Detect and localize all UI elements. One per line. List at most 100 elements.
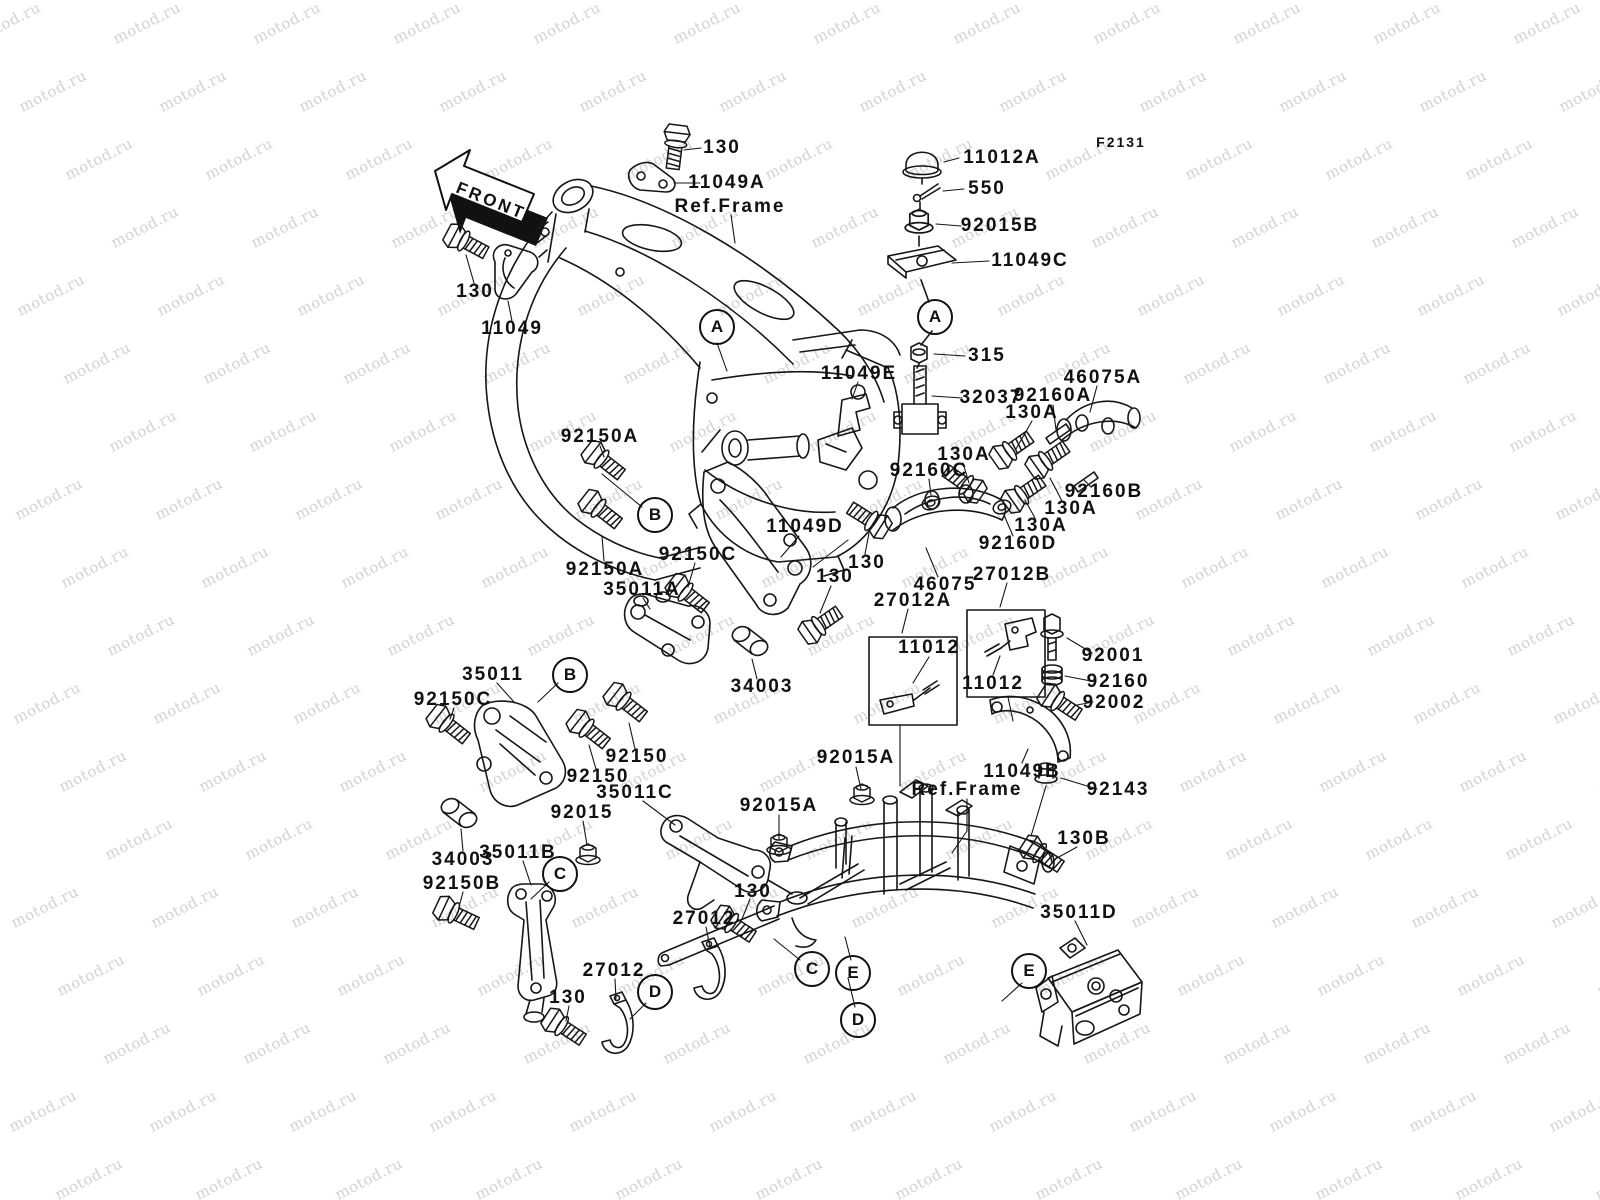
callout-D: D xyxy=(637,974,673,1010)
part-label-130: 130 xyxy=(734,881,772,902)
part-label-130B: 130B xyxy=(1057,828,1111,849)
callout-leader-lines xyxy=(530,342,1023,1020)
leader-lines xyxy=(449,147,1098,1022)
part-label-130: 130 xyxy=(703,137,741,158)
clevis-34003-left xyxy=(440,797,478,829)
callout-E: E xyxy=(835,955,871,991)
nut-315 xyxy=(910,342,928,364)
part-label-130A: 130A xyxy=(1005,402,1059,423)
bracket-35011 xyxy=(473,700,567,808)
part-label-46075: 46075 xyxy=(913,574,977,595)
part-label-92150A: 92150A xyxy=(565,559,645,580)
part-label-92143: 92143 xyxy=(1086,779,1150,800)
part-label-F2131: F2131 xyxy=(1096,134,1146,150)
part-label-27012A: 27012A xyxy=(873,590,953,611)
part-label-35011D: 35011D xyxy=(1040,902,1118,923)
part-label-130A: 130A xyxy=(1044,498,1098,519)
part-label-46075A: 46075A xyxy=(1063,367,1143,388)
part-label-27012: 27012 xyxy=(672,908,736,929)
plate-11049c xyxy=(887,245,957,279)
part-label-35011: 35011 xyxy=(462,664,524,685)
part-label-11012: 11012 xyxy=(962,673,1024,694)
part-label-92160D: 92160D xyxy=(978,533,1058,554)
part-label-130A: 130A xyxy=(1014,515,1068,536)
bracket-35011c xyxy=(660,814,808,911)
part-label-Ref.Frame: Ref.Frame xyxy=(911,779,1023,800)
part-label-32037: 32037 xyxy=(959,387,1023,408)
part-label-130: 130 xyxy=(549,987,587,1008)
part-label-34003: 34003 xyxy=(431,849,495,870)
bracket-11049 xyxy=(492,243,539,300)
part-label-92160: 92160 xyxy=(1086,671,1150,692)
part-label-11049E: 11049E xyxy=(820,363,898,384)
part-label-92150A: 92150A xyxy=(560,426,640,447)
box-27012a xyxy=(868,636,958,726)
bracket-11049d xyxy=(701,461,812,616)
part-label-11049: 11049 xyxy=(481,318,543,339)
part-label-35011B: 35011B xyxy=(479,842,557,863)
box-27012b xyxy=(966,609,1046,698)
part-label-92150: 92150 xyxy=(605,746,669,767)
callout-D: D xyxy=(840,1002,876,1038)
stud-32037 xyxy=(893,365,947,435)
bracket-11049b xyxy=(989,695,1072,763)
clevis-34003-right xyxy=(731,625,769,657)
part-label-550: 550 xyxy=(968,178,1006,199)
part-label-Ref.Frame: Ref.Frame xyxy=(674,196,786,217)
part-label-92160C: 92160C xyxy=(889,460,969,481)
part-label-92150C: 92150C xyxy=(413,689,493,710)
part-label-11012A: 11012A xyxy=(963,147,1041,168)
part-label-92150B: 92150B xyxy=(422,873,502,894)
front-arrow xyxy=(434,149,548,246)
cotter-pin-550 xyxy=(912,183,941,203)
part-label-130: 130 xyxy=(816,566,854,587)
part-label-92160A: 92160A xyxy=(1013,385,1093,406)
grab-handle-46075a xyxy=(1056,400,1141,442)
callout-E: E xyxy=(1011,953,1047,989)
callout-C: C xyxy=(794,951,830,987)
callout-B: B xyxy=(552,657,588,693)
part-label-92015: 92015 xyxy=(550,802,614,823)
part-label-130: 130 xyxy=(848,552,886,573)
part-label-92015A: 92015A xyxy=(816,747,896,768)
fitting-35011d xyxy=(1035,937,1143,1047)
part-label-130: 130 xyxy=(456,281,494,302)
part-label-11049B: 11049B xyxy=(983,761,1061,782)
rear-subframe-drawing xyxy=(657,779,1055,967)
part-label-92160B: 92160B xyxy=(1064,481,1144,502)
spacer-92160b xyxy=(1073,471,1099,493)
part-label-315: 315 xyxy=(968,345,1006,366)
part-label-11049A: 11049A xyxy=(688,172,766,193)
callout-A: A xyxy=(917,299,953,335)
spacer-92160a xyxy=(1045,423,1071,445)
part-label-92001: 92001 xyxy=(1081,645,1145,666)
bracket-11049a xyxy=(627,161,676,193)
part-label-11049D: 11049D xyxy=(766,516,844,537)
bolt-92001 xyxy=(1040,613,1064,661)
part-label-27012: 27012 xyxy=(582,960,646,981)
clip-11049e xyxy=(817,393,871,471)
part-label-11049C: 11049C xyxy=(991,250,1069,271)
part-label-92150C: 92150C xyxy=(658,544,738,565)
main-frame-drawing xyxy=(485,178,901,581)
part-label-27012B: 27012B xyxy=(972,564,1052,585)
callout-A: A xyxy=(699,309,735,345)
part-label-92150: 92150 xyxy=(566,766,630,787)
part-label-92015B: 92015B xyxy=(960,215,1040,236)
part-label-35011A: 35011A xyxy=(603,579,681,600)
bushing-92143 xyxy=(1034,762,1058,784)
damper-92160 xyxy=(1041,664,1063,686)
part-label-92015A: 92015A xyxy=(739,795,819,816)
part-label-11012: 11012 xyxy=(898,637,960,658)
part-label-34003: 34003 xyxy=(730,676,794,697)
part-label-130A: 130A xyxy=(937,444,991,465)
part-label-35011C: 35011C xyxy=(596,782,674,803)
bracket-35011b xyxy=(506,883,558,1023)
stack-axis-lines xyxy=(916,177,933,369)
part-label-92002: 92002 xyxy=(1082,692,1146,713)
callout-C: C xyxy=(542,856,578,892)
bracket-35011a xyxy=(623,591,711,665)
